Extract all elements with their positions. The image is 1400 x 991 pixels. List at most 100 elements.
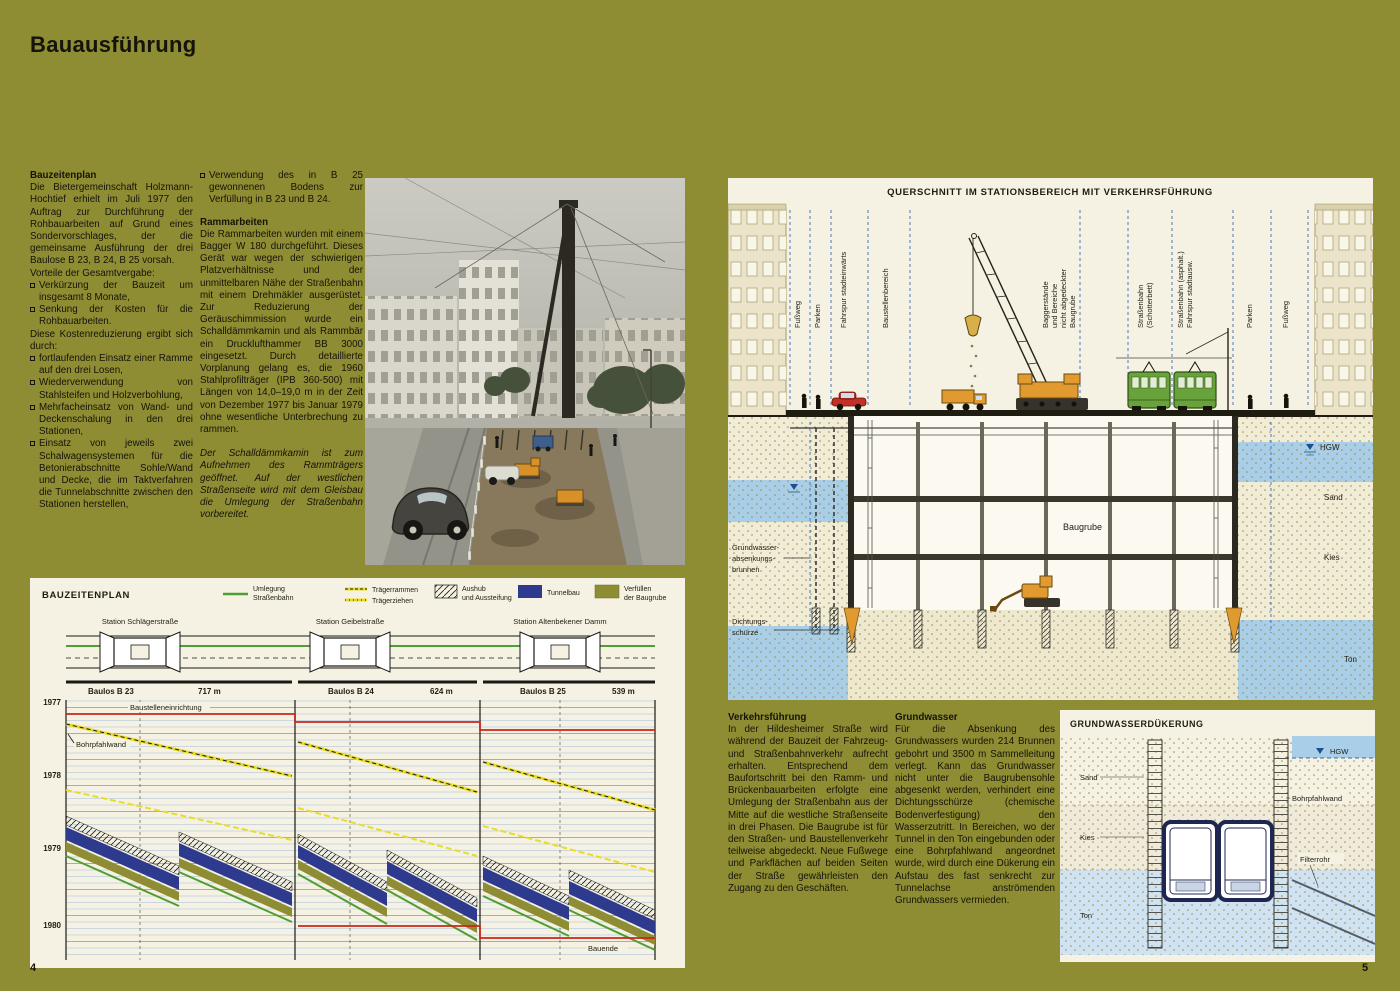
baulos-name: Baulos B 23	[88, 687, 134, 696]
vw-beetle	[391, 487, 470, 540]
page-number-left: 4	[30, 962, 37, 974]
sidewalk-right	[617, 428, 685, 565]
legend-swatch-olive	[594, 584, 620, 599]
zone-separators	[789, 210, 1309, 633]
brunnen-label: Grundwasser- absenkungs- brunnen	[732, 543, 810, 574]
hgw-label: HGW	[1330, 747, 1349, 756]
photo-caption: Der Schalldämmkamin ist zum Aufnehmen de…	[200, 448, 363, 521]
bullet-item: Wiederverwendung von Stahlsteifen und Ho…	[30, 377, 193, 401]
brunnen-label-line: absenkungs-	[732, 554, 775, 563]
blue-van	[532, 435, 554, 452]
baulos-length: 539 m	[612, 687, 635, 696]
band-segment	[65, 815, 180, 907]
body-text: Für die Absenkung des Grundwassers wurde…	[895, 724, 1055, 907]
page-title: Bauausführung	[30, 32, 197, 57]
tram-left	[1127, 361, 1171, 410]
body-text: Vorteile der Gesamtvergabe:	[30, 267, 155, 279]
baustelleneinrichtung-line	[66, 713, 655, 731]
body-text: Diese Kostenreduzierung ergibt sich durc…	[30, 328, 193, 352]
band-segment	[386, 849, 478, 941]
section-heading-bauzeitenplan: Bauzeitenplan	[30, 170, 97, 181]
bullet-text: Mehrfacheinsatz von Wand- und Deckenscha…	[39, 401, 193, 438]
section-heading-verkehr: Verkehrsführung	[728, 712, 807, 723]
cross-section-panel: QUERSCHNITT IM STATIONSBEREICH MIT VERKE…	[727, 178, 1374, 700]
station-symbol	[309, 631, 391, 673]
label-bg	[74, 739, 130, 749]
columns	[916, 422, 1176, 610]
legend-label: Trägerrammen	[372, 587, 418, 594]
baulos-length: 717 m	[198, 687, 221, 696]
brunnen-label-line: brunnen	[732, 565, 760, 574]
column-bauzeitenplan: Bauzeitenplan Die Bietergemeinschaft Hol…	[30, 170, 193, 512]
kies-label: Kies	[1324, 553, 1340, 562]
zone-label-baggerstaende: Baugrube	[1068, 295, 1077, 328]
bullet-item: Verkürzung der Bauzeit um insgesamt 8 Mo…	[30, 280, 193, 304]
year-label: 1980	[43, 921, 61, 930]
sidewalk-left	[365, 428, 423, 565]
baulos-name: Baulos B 25	[520, 687, 566, 696]
bullet-text: Verkürzung der Bauzeit um insgesamt 8 Mo…	[39, 279, 193, 304]
checkbox-bullet-icon	[200, 173, 205, 178]
pile-wall-left	[1147, 739, 1163, 949]
diaphragm-wall-right	[1232, 416, 1238, 610]
groundwater-area	[1292, 736, 1375, 758]
legend-label: Straßenbahn	[253, 595, 294, 602]
slab-lower	[854, 554, 1232, 560]
route-plan-strip: Station Schlägerstraße Station Geibelstr…	[66, 617, 655, 673]
ton-label: Ton	[1080, 911, 1092, 920]
bullet-item: Einsatz von jeweils zwei Schalwagensyste…	[30, 438, 193, 511]
year-axis: 1977 1978 1979 1980	[43, 698, 61, 930]
dichtung-label-line: Dichtungs-	[732, 617, 768, 626]
label-bg	[586, 942, 628, 953]
bauzeitenplan-chart: BAUZEITENPLAN Umlegung Straßenbahn Träge…	[42, 584, 667, 960]
column-verkehrsfuehrung: Verkehrsführung In der Hildesheimer Stra…	[728, 712, 888, 895]
year-label: 1977	[43, 698, 61, 707]
bohrpfahlwand-label: Bohrpfahlwand	[76, 740, 126, 749]
tram-right	[1173, 361, 1217, 410]
bauende-line	[298, 925, 655, 939]
construction-photo	[364, 177, 686, 566]
bullet-item: fortlaufenden Einsatz einer Ramme auf de…	[30, 353, 193, 377]
water-table-symbol	[1316, 748, 1324, 754]
falling-soil	[969, 344, 978, 388]
year-label: 1979	[43, 844, 61, 853]
station-label: Station Altenbekener Damm	[513, 617, 606, 626]
site-machines	[502, 457, 584, 506]
bullet-text: Verwendung des in B 25 gewonnenen Bodens…	[209, 170, 363, 206]
band-segment	[178, 831, 293, 923]
bullet-text: Wiederverwendung von Stahlsteifen und Ho…	[39, 377, 193, 401]
zone-label-fussweg-right: Fußweg	[1281, 301, 1290, 328]
street-trees	[484, 364, 685, 414]
label-bg	[1290, 792, 1348, 803]
bullet-item: Mehrfacheinsatz von Wand- und Deckenscha…	[30, 402, 193, 439]
station-symbol	[519, 631, 601, 673]
year-label: 1978	[43, 771, 61, 780]
legend-label: und Aussteifung	[462, 595, 512, 602]
sand-label: Sand	[1324, 493, 1343, 502]
zone-label-strassenbahn-asphalt: Straßenbahn (asphalt.)	[1176, 251, 1185, 328]
leader-line	[67, 733, 75, 744]
baustelleneinrichtung-label: Baustelleneinrichtung	[130, 703, 202, 712]
zone-label-strassenbahn-schotter: (Schotterbett)	[1145, 282, 1154, 328]
pedestrians	[495, 434, 617, 456]
zone-label-fahrspur: Fahrspur stadteinwärts	[839, 251, 848, 328]
clamshell-bucket	[964, 314, 982, 337]
column-grundwasser: Grundwasser Für die Absenkung des Grundw…	[895, 712, 1055, 907]
legend-label: Umlegung	[253, 586, 285, 593]
construction-bands	[65, 815, 656, 951]
brunnen-label-line: Grundwasser-	[732, 543, 780, 552]
page-number-right: 5	[1362, 962, 1369, 974]
cross-section-diagram: QUERSCHNITT IM STATIONSBEREICH MIT VERKE…	[727, 187, 1374, 700]
zone-label-baggerstaende: und Bereiche	[1050, 284, 1059, 328]
baulos-headers: Baulos B 23 717 m Baulos B 24 624 m Baul…	[66, 680, 655, 696]
legend-label: Trägerziehen	[372, 598, 413, 605]
construction-photo-art	[364, 177, 686, 566]
station-label: Station Geibelstraße	[316, 617, 384, 626]
diaphragm-wall-left	[848, 416, 854, 610]
pantograph	[1188, 361, 1202, 373]
sand-label: Sand	[1080, 773, 1098, 782]
traegerziehen-lines	[65, 789, 656, 873]
checkbox-bullet-icon	[30, 404, 35, 410]
zone-label-parken-right: Parken	[1245, 304, 1254, 328]
overhead-wires	[364, 177, 686, 299]
